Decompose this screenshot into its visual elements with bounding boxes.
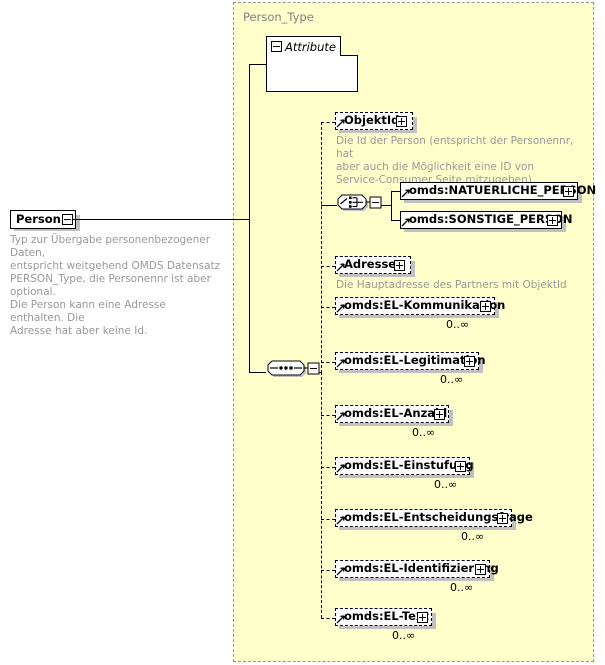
connector-to-el-text: [321, 618, 335, 619]
complex-type-title: Person_Type: [243, 10, 314, 24]
el-legitimation-reference-arrow: [336, 357, 347, 372]
root-element-person-label: Person: [16, 211, 61, 226]
children-dashed-trunk: [321, 122, 322, 373]
el-kommunikation-plus-toggle[interactable]: [480, 301, 491, 312]
attribute-group: Attribute: [266, 36, 358, 92]
connector-to-el-einstufung: [321, 467, 335, 468]
el-anzahl-reference-arrow: [336, 410, 347, 425]
person-documentation: Typ zur Übergabe personenbezogener Daten…: [10, 234, 221, 337]
objektid-reference-arrow: [336, 117, 347, 132]
el-einstufung-occurrence: 0..∞: [434, 478, 458, 491]
natuerliche-person-reference-arrow: [401, 187, 412, 202]
element-objektid-label: ObjektId: [344, 113, 400, 128]
el-einstufung-plus-toggle[interactable]: [455, 461, 466, 472]
element-el-einstufung[interactable]: omds:EL-Einstufung: [335, 457, 474, 475]
connector-trunk-vertical: [249, 64, 250, 373]
el-identifizierung-reference-arrow: [336, 565, 347, 580]
el-entscheidungsfrage-occurrence: 0..∞: [461, 530, 485, 543]
element-sonstige-person[interactable]: omds:SONSTIGE_PERSON: [400, 211, 573, 229]
connector-to-el-legitimation: [321, 362, 335, 363]
element-el-einstufung-label: omds:EL-Einstufung: [344, 458, 474, 473]
person-minus-toggle[interactable]: [62, 214, 73, 225]
connector-person-to-type: [73, 219, 250, 220]
element-objektid[interactable]: ObjektId: [335, 112, 413, 130]
element-natuerliche-person-label: omds:NATUERLICHE_PERSON: [409, 183, 597, 198]
element-el-text-label: omds:EL-Text: [344, 609, 429, 624]
el-legitimation-plus-toggle[interactable]: [464, 356, 475, 367]
el-anzahl-occurrence: 0..∞: [412, 426, 436, 439]
adresse-documentation: Die Hauptadresse des Partners mit Objekt…: [336, 279, 567, 291]
connector-sequence-out: [318, 372, 322, 373]
element-el-text[interactable]: omds:EL-Text: [335, 608, 432, 626]
el-kommunikation-reference-arrow: [336, 302, 347, 317]
element-el-legitimation[interactable]: omds:EL-Legitimation: [335, 352, 486, 370]
sonstige-person-reference-arrow: [401, 216, 412, 231]
attribute-minus-toggle[interactable]: [271, 41, 282, 52]
el-identifizierung-occurrence: 0..∞: [450, 581, 474, 594]
el-text-occurrence: 0..∞: [392, 629, 416, 642]
connector-to-el-identifizierung: [321, 570, 335, 571]
element-adresse-label: Adresse: [344, 257, 397, 272]
connector-choice-to-option-1: [391, 191, 401, 192]
connector-choice-out: [380, 205, 392, 206]
el-entscheidungsfrage-plus-toggle[interactable]: [497, 513, 508, 524]
sequence-compositor[interactable]: [264, 358, 322, 386]
attribute-tab-label: Attribute: [285, 39, 336, 54]
sonstige-person-plus-toggle[interactable]: [547, 215, 558, 226]
natuerliche-person-plus-toggle[interactable]: [563, 186, 574, 197]
complex-type-panel: [233, 2, 594, 662]
children-dashed-trunk-lower: [321, 372, 322, 618]
connector-trunk-to-sequence: [249, 372, 266, 373]
el-entscheidungsfrage-reference-arrow: [336, 514, 347, 529]
el-einstufung-reference-arrow: [336, 462, 347, 477]
element-el-legitimation-label: omds:EL-Legitimation: [344, 353, 486, 368]
connector-to-el-entscheidungsfrage: [321, 519, 335, 520]
attribute-tab[interactable]: Attribute: [266, 36, 341, 56]
connector-to-el-kommunikation: [321, 307, 335, 308]
objektid-documentation: Die Id der Person (entspricht der Person…: [336, 135, 574, 186]
adresse-plus-toggle[interactable]: [394, 260, 405, 271]
element-sonstige-person-label: omds:SONSTIGE_PERSON: [409, 212, 573, 227]
objektid-plus-toggle[interactable]: [396, 116, 407, 127]
connector-to-adresse: [321, 266, 335, 267]
choice-compositor[interactable]: [336, 191, 384, 219]
el-text-reference-arrow: [336, 613, 347, 628]
element-el-entscheidungsfrage-label: omds:EL-Entscheidungsfrage: [344, 510, 533, 525]
connector-trunk-to-attribute: [249, 64, 268, 65]
element-el-kommunikation-label: omds:EL-Kommunikation: [344, 298, 506, 313]
el-kommunikation-occurrence: 0..∞: [446, 318, 470, 331]
adresse-reference-arrow: [336, 261, 347, 276]
connector-to-choice: [321, 205, 337, 206]
el-anzahl-plus-toggle[interactable]: [434, 409, 445, 420]
element-el-identifizierung-label: omds:EL-Identifizierung: [344, 561, 499, 576]
element-el-identifizierung[interactable]: omds:EL-Identifizierung: [335, 560, 499, 578]
element-adresse[interactable]: Adresse: [335, 256, 411, 274]
element-natuerliche-person[interactable]: omds:NATUERLICHE_PERSON: [400, 182, 596, 200]
connector-choice-branch: [391, 191, 392, 220]
connector-choice-to-option-2: [391, 220, 401, 221]
el-identifizierung-plus-toggle[interactable]: [475, 564, 486, 575]
connector-to-el-anzahl: [321, 415, 335, 416]
element-el-anzahl-label: omds:EL-Anzahl: [344, 406, 448, 421]
attribute-group-body: [266, 55, 358, 92]
connector-to-objektid: [321, 122, 335, 123]
el-text-plus-toggle[interactable]: [417, 612, 428, 623]
element-el-kommunikation[interactable]: omds:EL-Kommunikation: [335, 297, 505, 315]
el-legitimation-occurrence: 0..∞: [440, 373, 464, 386]
element-el-entscheidungsfrage[interactable]: omds:EL-Entscheidungsfrage: [335, 509, 533, 527]
root-element-person[interactable]: Person: [10, 210, 76, 229]
element-el-anzahl[interactable]: omds:EL-Anzahl: [335, 405, 449, 423]
